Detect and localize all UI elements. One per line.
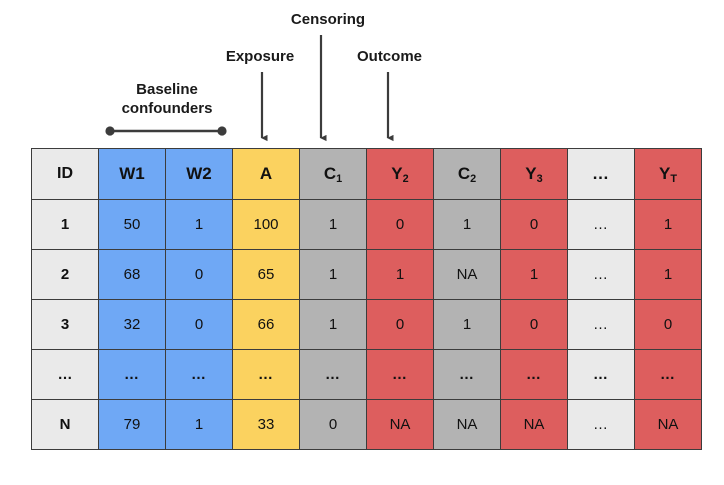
cell-w1: 50 [98,199,166,250]
cell-y2: NA [366,399,434,450]
cell-y3: 1 [500,249,568,300]
cell-a: 66 [232,299,300,350]
column-header-c1: C1 [299,148,367,200]
cell-y3: … [500,349,568,400]
column-header-yt: YT [634,148,702,200]
annotation-label-censoring: Censoring [290,11,366,28]
cell-c2: NA [433,249,501,300]
cell-id: 1 [31,199,99,250]
cell-c2: NA [433,399,501,450]
table-row: ………………………… [31,349,702,400]
column-header-ellipsis: … [567,148,635,200]
cell-y3: 0 [500,199,568,250]
cell-ellipsis: … [567,199,635,250]
cell-c2: 1 [433,199,501,250]
cell-w1: 68 [98,249,166,300]
cell-y3: 0 [500,299,568,350]
cell-w2: … [165,349,233,400]
cell-ellipsis: … [567,299,635,350]
cell-ellipsis: … [567,249,635,300]
cell-w2: 1 [165,199,233,250]
column-header-y3: Y3 [500,148,568,200]
column-header-w1: W1 [98,148,166,200]
cell-id: N [31,399,99,450]
column-header-y2: Y2 [366,148,434,200]
annotation-label-exposure: Exposure [225,48,295,65]
cell-c1: 1 [299,199,367,250]
column-header-id: ID [31,148,99,200]
column-header-w2: W2 [165,148,233,200]
annotation-connectors [105,35,394,142]
cell-w2: 0 [165,249,233,300]
cell-a: … [232,349,300,400]
cell-c1: … [299,349,367,400]
cell-c1: 1 [299,249,367,300]
cell-ellipsis: … [567,349,635,400]
annotation-label-baseline-confounders: Baseline confounders [121,81,213,117]
cell-y2: 0 [366,299,434,350]
cell-id: 3 [31,299,99,350]
cell-w2: 0 [165,299,233,350]
cell-c1: 0 [299,399,367,450]
cell-yt: 1 [634,199,702,250]
cell-c2: 1 [433,299,501,350]
cell-y2: 1 [366,249,434,300]
cell-id: … [31,349,99,400]
annotation-label-outcome: Outcome [356,48,422,65]
column-header-c2: C2 [433,148,501,200]
cell-w2: 1 [165,399,233,450]
baseline-confounders-span-bar [105,126,227,136]
cell-ellipsis: … [567,399,635,450]
cell-yt: 1 [634,249,702,300]
cell-a: 65 [232,249,300,300]
cell-y2: … [366,349,434,400]
cell-a: 33 [232,399,300,450]
cell-a: 100 [232,199,300,250]
cell-yt: … [634,349,702,400]
cell-y2: 0 [366,199,434,250]
cell-id: 2 [31,249,99,300]
cell-c2: … [433,349,501,400]
cell-w1: 79 [98,399,166,450]
cell-yt: 0 [634,299,702,350]
cell-w1: 32 [98,299,166,350]
cell-y3: NA [500,399,568,450]
annotation-layer: Censoring Exposure Outcome Baseline conf… [0,0,724,148]
cell-w1: … [98,349,166,400]
cell-c1: 1 [299,299,367,350]
column-header-a: A [232,148,300,200]
cell-yt: NA [634,399,702,450]
